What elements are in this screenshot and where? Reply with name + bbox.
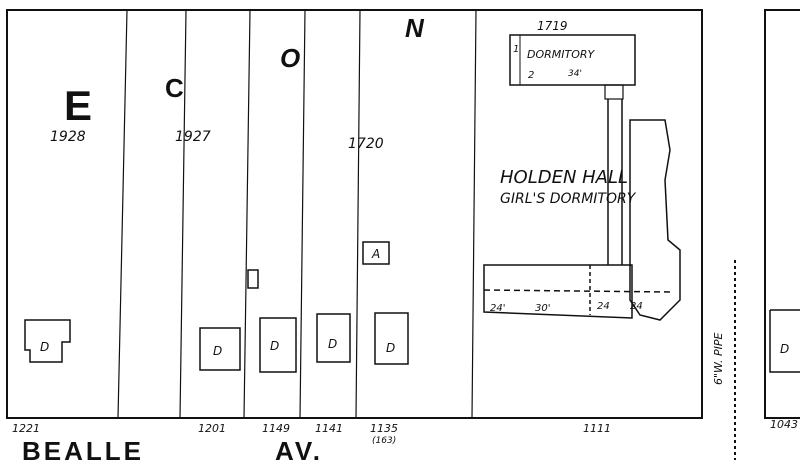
lot-number-1719: 1719 (537, 19, 568, 33)
adjacent-dwelling (769, 309, 800, 373)
dormitory-label: DORMITORY (527, 48, 596, 61)
dormitory-floor-2: 2 (528, 70, 534, 81)
dormitory-width: 34' (568, 69, 582, 79)
lot-lines (117, 9, 477, 419)
lot-number-1927: 1927 (175, 129, 211, 145)
lot-number-1043: 1043 (770, 418, 798, 431)
block-letter-e: E (64, 82, 92, 129)
measure-24: 24' (490, 303, 505, 314)
lot-number-163: (163) (372, 436, 396, 446)
lot-number-1111: 1111 (583, 422, 611, 435)
dwelling-1141: D (328, 337, 337, 351)
lot-number-1928: 1928 (50, 129, 86, 145)
measure-24-b: 24 (597, 301, 610, 312)
auto-garage: A (371, 247, 380, 261)
block-letter-n: N (405, 13, 425, 43)
dwelling-1043: D (780, 342, 789, 356)
measure-24-c: 24 (630, 301, 643, 312)
lot-number-1135: 1135 (370, 422, 398, 435)
lot-number-1149: 1149 (262, 422, 290, 435)
lot-number-1141: 1141 (315, 422, 343, 435)
dwelling-1135: D (386, 341, 395, 355)
girls-dormitory-label: GIRL'S DORMITORY (500, 191, 637, 207)
holden-hall-label: HOLDEN HALL (500, 167, 628, 188)
water-pipe-label: 6"W. PIPE (712, 332, 725, 385)
block-boundary (6, 9, 703, 419)
measure-30: 30' (535, 303, 550, 314)
lot-number-1221: 1221 (12, 422, 40, 435)
dormitory-building: DORMITORY 1 2 34' (509, 34, 636, 100)
street-name-av: AV. (275, 436, 323, 466)
dwellings (24, 241, 409, 373)
dwelling-1221: D (40, 340, 49, 354)
adjacent-block-boundary (764, 9, 800, 419)
holden-hall-building (483, 99, 681, 321)
block-letter-o: O (280, 43, 300, 73)
block-letter-c: C (165, 73, 184, 103)
dormitory-floor-1: 1 (513, 44, 519, 55)
dwelling-1149: D (270, 339, 279, 353)
dwelling-1201: D (213, 344, 222, 358)
lot-number-1201: 1201 (198, 422, 226, 435)
street-name-bealle: BEALLE (22, 436, 144, 466)
lot-number-1720: 1720 (348, 136, 384, 152)
